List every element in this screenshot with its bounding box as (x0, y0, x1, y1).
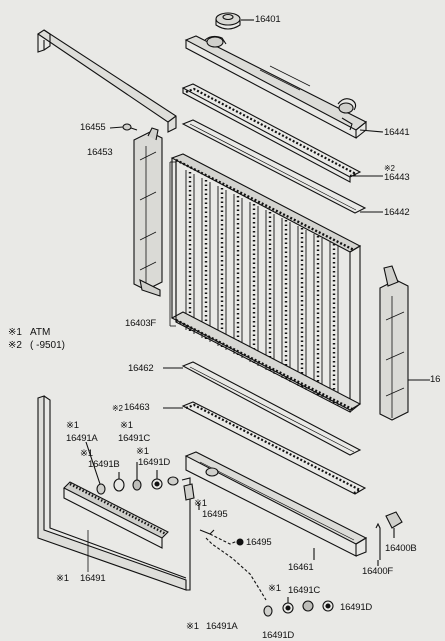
label-bottom-c: 16491C (288, 585, 321, 596)
mark-c: ※1 (120, 420, 133, 431)
note-atm-mark: ※1 (8, 327, 22, 338)
bottom-fittings (205, 537, 334, 617)
label-upper-seal: 16442 (384, 207, 410, 218)
upper-gasket (181, 83, 383, 183)
label-lower-gasket-note: ※2 (112, 404, 123, 413)
mark-b: ※1 (80, 448, 93, 459)
upper-tank (184, 35, 384, 139)
label-drain-plug-lower: 16495 (246, 537, 272, 548)
mark-a: ※1 (66, 420, 79, 431)
label-core: 16403F (125, 318, 157, 329)
radiator-cap (215, 12, 254, 30)
label-bottom-d2: 16491D (262, 630, 295, 641)
lower-rod (37, 395, 191, 591)
label-drain-cock: 16495 (202, 509, 228, 520)
label-lower-tank: 16461 (288, 562, 314, 573)
label-oil-cooler-c: 16491C (118, 433, 151, 444)
label-oil-cooler-b: 16491B (88, 459, 120, 470)
pipe-fittings (375, 511, 403, 566)
label-upper-gasket-note: ※2 (384, 164, 395, 173)
oil-cooler-fittings (85, 441, 179, 495)
label-pipe-f: 16400F (362, 566, 394, 577)
label-cap: 16401 (255, 14, 281, 25)
label-pipe-b: 16400B (385, 543, 417, 554)
upper-rod (37, 29, 177, 133)
lower-tank (184, 451, 368, 560)
radiator-core (169, 153, 362, 413)
mark-oil-cooler: ※1 (56, 573, 69, 584)
label-lower-seal: 16462 (128, 363, 154, 374)
label-oil-cooler-d: 16491D (138, 457, 171, 468)
note-atm-text: ATM (30, 327, 51, 338)
note-date-mark: ※2 (8, 340, 22, 351)
lower-seal (163, 361, 362, 456)
label-left-support: 16453 (87, 147, 113, 158)
label-right-support: 16 (430, 374, 441, 385)
label-bottom-d: 16491D (340, 602, 373, 613)
left-side-support (133, 127, 163, 297)
label-drain-screw: 16455 (80, 122, 106, 133)
drain-cock (183, 483, 244, 546)
label-upper-gasket: 16443 (384, 172, 410, 183)
oil-cooler (63, 481, 169, 572)
drain-screw (109, 123, 138, 131)
note-date-text: ( -9501) (30, 340, 66, 351)
label-lower-gasket: 16463 (124, 402, 150, 413)
mark-drain: ※1 (194, 498, 207, 509)
mark-bottom-c: ※1 (268, 583, 281, 594)
upper-seal (181, 119, 383, 214)
right-side-support (379, 265, 430, 421)
label-upper-tank: 16441 (384, 127, 410, 138)
label-bottom-a: 16491A (206, 621, 238, 632)
mark-bottom-a: ※1 (186, 621, 199, 632)
mark-d: ※1 (136, 446, 149, 457)
label-oil-cooler-a: 16491A (66, 433, 98, 444)
label-oil-cooler: 16491 (80, 573, 106, 584)
lower-gasket (163, 401, 367, 495)
